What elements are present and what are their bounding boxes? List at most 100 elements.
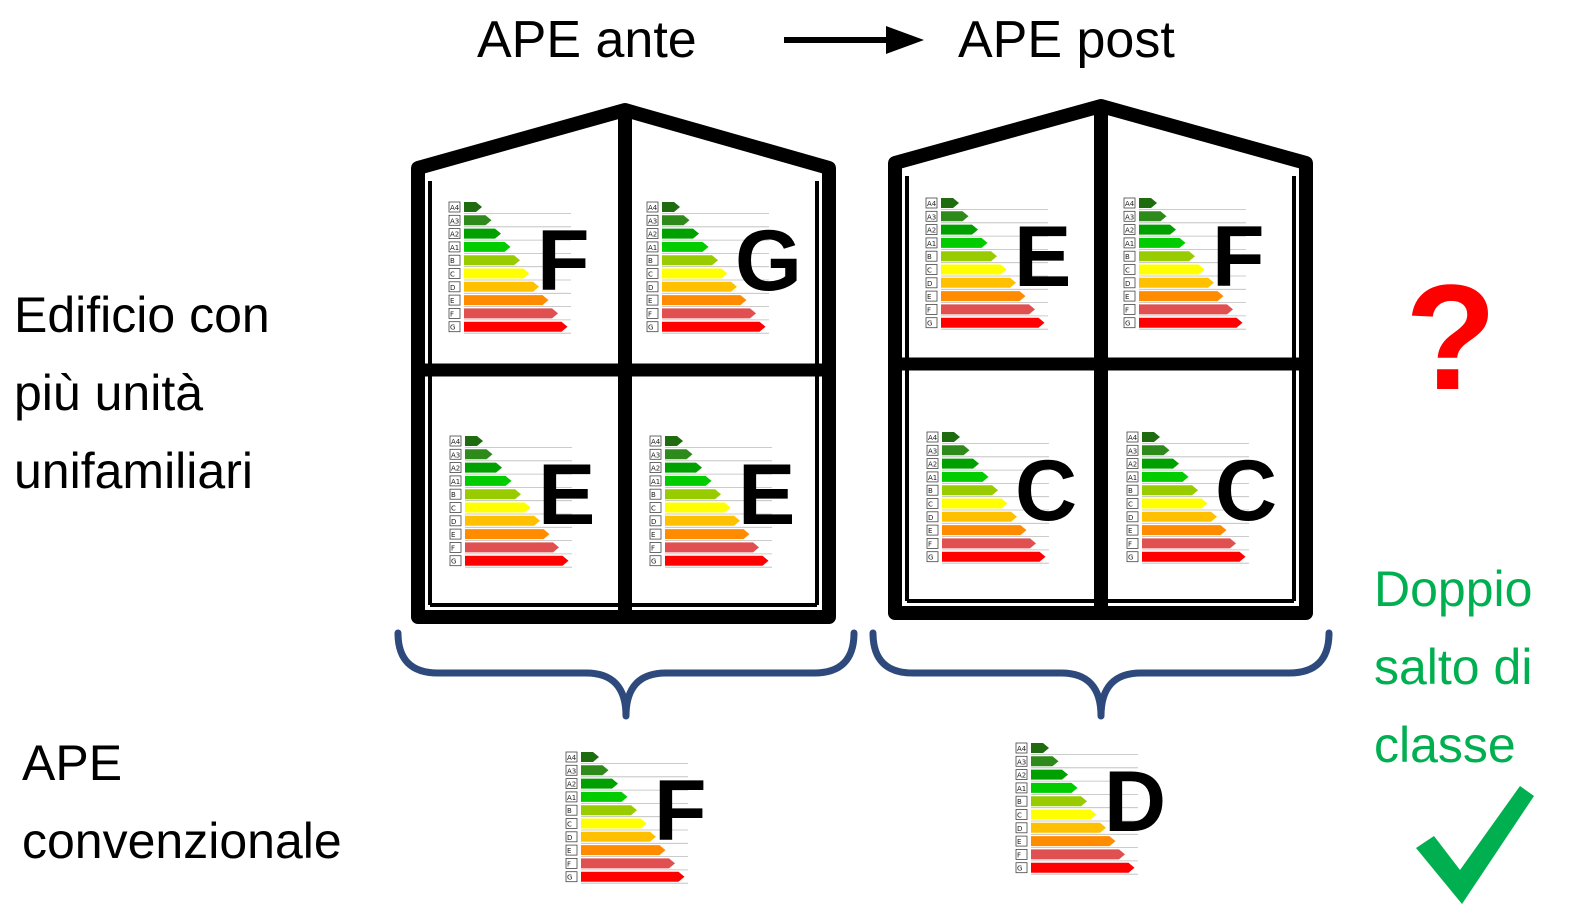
energy-class-bar bbox=[1031, 862, 1135, 873]
energy-class-bar bbox=[1142, 538, 1236, 549]
energy-class-box bbox=[449, 502, 462, 513]
energy-class-code: A1 bbox=[567, 794, 576, 802]
brace-post bbox=[869, 629, 1333, 720]
energy-class-bar bbox=[465, 515, 540, 526]
energy-class-bar bbox=[465, 449, 493, 460]
energy-class-code: C bbox=[651, 505, 656, 513]
energy-class-code: A1 bbox=[1125, 240, 1134, 248]
energy-class-letter: E bbox=[538, 447, 595, 543]
energy-class-box bbox=[1015, 835, 1028, 847]
energy-labels: A4A3A2A1BCDEFGFA4A3A2A1BCDEFGGA4A3A2A1BC… bbox=[448, 197, 1277, 884]
energy-class-bar bbox=[464, 241, 511, 252]
energy-class-box bbox=[926, 551, 939, 563]
energy-class-bar bbox=[941, 224, 978, 235]
energy-class-box bbox=[925, 197, 938, 209]
energy-class-box bbox=[565, 858, 578, 869]
energy-class-box bbox=[1015, 742, 1028, 754]
energy-class-code: F bbox=[651, 544, 655, 552]
energy-class-box bbox=[448, 294, 461, 306]
energy-class-letter: F bbox=[537, 213, 590, 309]
energy-class-box bbox=[1123, 224, 1136, 236]
energy-class-box bbox=[646, 214, 659, 226]
energy-class-box bbox=[449, 475, 462, 487]
energy-class-code: F bbox=[1017, 851, 1021, 859]
brace-ante bbox=[394, 629, 858, 720]
energy-class-letter: F bbox=[1212, 209, 1265, 305]
energy-class-bar bbox=[665, 515, 740, 526]
energy-class-bar bbox=[665, 502, 731, 513]
energy-class-code: E bbox=[651, 531, 655, 539]
energy-class-code: A1 bbox=[651, 478, 660, 486]
energy-class-box bbox=[1015, 769, 1028, 780]
energy-class-code: D bbox=[450, 284, 455, 292]
energy-class-box bbox=[1015, 849, 1028, 860]
energy-class-code: D bbox=[451, 518, 456, 526]
energy-class-bar bbox=[942, 511, 1017, 522]
energy-class-box bbox=[649, 515, 662, 527]
energy-class-bar bbox=[665, 475, 712, 486]
energy-class-code: E bbox=[1128, 527, 1132, 535]
energy-class-bar bbox=[464, 321, 568, 332]
energy-class-code: C bbox=[1125, 267, 1130, 275]
energy-class-box bbox=[449, 528, 462, 540]
energy-class-bar bbox=[581, 752, 599, 762]
energy-class-box bbox=[925, 224, 938, 236]
energy-class-code: A3 bbox=[567, 767, 576, 775]
energy-class-code: G bbox=[1125, 320, 1130, 328]
energy-class-bar bbox=[1031, 756, 1059, 767]
energy-class-code: D bbox=[648, 284, 653, 292]
energy-class-code: D bbox=[1017, 825, 1022, 833]
energy-class-code: G bbox=[567, 874, 572, 882]
energy-class-bar bbox=[464, 308, 558, 319]
energy-class-box bbox=[926, 498, 939, 509]
energy-class-bar bbox=[942, 471, 989, 482]
energy-class-box bbox=[926, 431, 939, 443]
energy-class-code: A4 bbox=[451, 438, 461, 446]
energy-class-box bbox=[1126, 431, 1139, 443]
energy-class-box bbox=[1123, 264, 1136, 275]
energy-class-code: C bbox=[928, 501, 933, 509]
energy-class-bar bbox=[1142, 445, 1170, 456]
energy-class-box bbox=[1126, 551, 1139, 563]
energy-class-code: C bbox=[927, 267, 932, 275]
energy-class-box bbox=[1123, 210, 1136, 222]
energy-class-bar bbox=[1031, 782, 1078, 793]
energy-class-bar bbox=[1031, 796, 1087, 807]
energy-class-code: G bbox=[927, 320, 932, 328]
energy-class-bar bbox=[464, 228, 501, 239]
energy-class-box bbox=[1126, 511, 1139, 523]
energy-class-box bbox=[1123, 197, 1136, 209]
energy-class-box bbox=[565, 791, 578, 803]
energy-class-code: A3 bbox=[927, 213, 936, 221]
energy-class-box bbox=[565, 764, 578, 776]
building-post bbox=[888, 99, 1313, 620]
energy-class-bar bbox=[581, 818, 647, 829]
energy-class-code: A2 bbox=[450, 231, 459, 239]
energy-class-bar bbox=[465, 502, 531, 513]
energy-class-box bbox=[926, 511, 939, 523]
energy-class-code: B bbox=[1125, 253, 1130, 261]
energy-class-bar bbox=[1142, 551, 1246, 562]
arrow-right-icon bbox=[784, 26, 924, 54]
energy-class-bar bbox=[465, 529, 550, 540]
energy-class-box bbox=[1015, 795, 1028, 807]
energy-class-box bbox=[926, 458, 939, 470]
energy-class-code: A2 bbox=[928, 461, 937, 469]
energy-class-box bbox=[925, 250, 938, 262]
energy-class-bar bbox=[1139, 237, 1186, 248]
energy-class-bar bbox=[1139, 304, 1233, 315]
energy-class-bar bbox=[1142, 458, 1179, 469]
energy-class-code: A3 bbox=[450, 217, 459, 225]
energy-class-bar bbox=[1139, 291, 1224, 302]
energy-class-bar bbox=[1142, 525, 1227, 536]
energy-class-bar bbox=[465, 542, 559, 553]
energy-class-code: E bbox=[927, 293, 931, 301]
energy-class-box bbox=[649, 555, 662, 567]
energy-class-code: A1 bbox=[927, 240, 936, 248]
energy-class-bar bbox=[941, 304, 1035, 315]
